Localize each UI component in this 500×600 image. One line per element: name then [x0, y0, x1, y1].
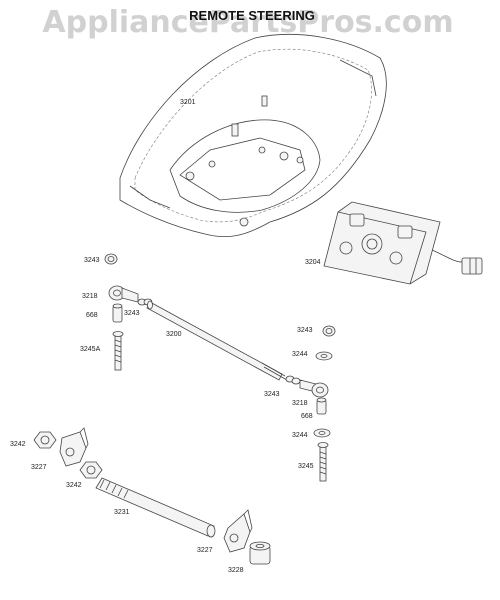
part-3242-nut-upper — [33, 431, 57, 449]
label-3243-d: 3243 — [264, 391, 280, 398]
part-3244-washer-top — [315, 351, 333, 361]
part-3242-nut-lower — [79, 461, 103, 479]
part-3231-spindle — [95, 477, 216, 538]
part-3243-nut-right-small — [285, 375, 301, 385]
label-668-b: 668 — [301, 413, 313, 420]
diagram-title: REMOTE STEERING — [189, 8, 315, 23]
label-3200: 3200 — [166, 331, 182, 338]
label-3242-b: 3242 — [66, 482, 82, 489]
part-3227-bracket-lower — [223, 509, 253, 553]
part-3243-nut-top — [104, 253, 118, 265]
part-3243-nut-right-top — [322, 325, 336, 337]
label-3245: 3245 — [298, 463, 314, 470]
label-3227-b: 3227 — [197, 547, 213, 554]
part-3200-drag-link — [146, 300, 288, 381]
watermark-text: AppliancePartsPros.com — [42, 5, 453, 40]
part-3227-bracket-upper — [59, 427, 89, 467]
label-3244-a: 3244 — [292, 351, 308, 358]
label-3227-a: 3227 — [31, 464, 47, 471]
label-3218-b: 3218 — [292, 400, 308, 407]
label-3243-b: 3243 — [124, 310, 140, 317]
label-3228: 3228 — [228, 567, 244, 574]
label-3218-a: 3218 — [82, 293, 98, 300]
label-3204: 3204 — [305, 259, 321, 266]
part-668-spacer-right — [316, 397, 327, 415]
part-3204-control-panel — [323, 201, 483, 285]
label-3231: 3231 — [114, 509, 130, 516]
part-3218-rod-end-left — [108, 285, 139, 303]
part-3228-bushing — [249, 541, 271, 565]
part-668-spacer-left — [112, 303, 123, 323]
part-3201-base — [119, 33, 387, 238]
label-3242-a: 3242 — [10, 441, 26, 448]
part-3244-washer-bottom — [313, 428, 331, 438]
label-3245a: 3245A — [80, 346, 101, 353]
label-668-a: 668 — [86, 312, 98, 319]
label-3243-a: 3243 — [84, 257, 100, 264]
label-3244-b: 3244 — [292, 432, 308, 439]
part-3218-rod-end-right — [299, 379, 329, 398]
label-3243-c: 3243 — [297, 327, 313, 334]
part-3245-bolt — [317, 442, 329, 482]
label-3201: 3201 — [180, 99, 196, 106]
part-3245a-bolt — [112, 331, 124, 371]
